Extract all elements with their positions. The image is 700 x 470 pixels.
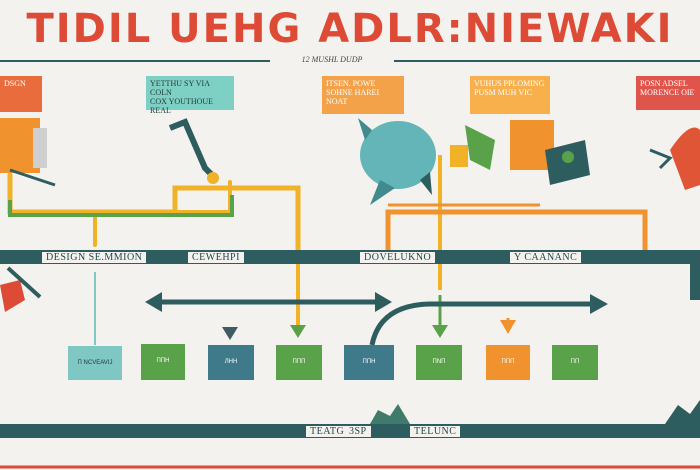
card-1: Π NCVEAVIJ bbox=[68, 346, 122, 380]
bottom-landscape-icon bbox=[370, 404, 410, 424]
page-subtitle: 12 MUSHL DUDP bbox=[270, 55, 394, 68]
card-7: ΠΠΠ bbox=[486, 345, 530, 380]
green-connector bbox=[8, 195, 234, 217]
arrow-right-head bbox=[375, 292, 392, 312]
side-tab-right bbox=[690, 262, 700, 300]
note-orange-right: VUHUS PPLOMING PUSM MUH VIC bbox=[470, 76, 550, 114]
paint-brush-icon bbox=[0, 118, 56, 187]
note-top-left: DSGN bbox=[0, 76, 42, 112]
curved-arrow-head bbox=[590, 294, 608, 314]
hammer-icon bbox=[0, 266, 42, 312]
lane-label-cewehpi: CEWEHPI bbox=[188, 252, 244, 263]
card-3: ЛHH bbox=[208, 345, 254, 380]
page-title: TIDIL UEHG ADLR:NIEWAKI bbox=[26, 6, 674, 52]
orange-connector bbox=[385, 209, 648, 250]
arrow-orange bbox=[500, 320, 516, 334]
card-6: ΠNΠ bbox=[416, 345, 462, 380]
lane-label-3sp: 3SP bbox=[345, 426, 371, 437]
arrow-green-2 bbox=[432, 325, 448, 338]
rocket-icon bbox=[510, 120, 590, 185]
lane-label-telunc: TELUNC bbox=[410, 426, 461, 437]
sauropod-icon bbox=[649, 127, 700, 190]
turtle-icon bbox=[358, 118, 436, 205]
note-teal: YETTHU SY VIA COLN COX YOUTHOUE REAL bbox=[146, 76, 234, 115]
card-4: ΠΠΠ bbox=[276, 345, 322, 380]
lane-label-design: DESIGN SE.MMION bbox=[42, 252, 147, 263]
robot-arm-icon bbox=[168, 118, 219, 184]
card-5: ΠΠH bbox=[344, 345, 394, 380]
arrow-teal-down bbox=[222, 327, 238, 340]
card-8: ΠΠ bbox=[552, 345, 598, 380]
curved-arrow bbox=[369, 301, 592, 346]
yellow-connector bbox=[7, 172, 301, 253]
lane-label-caananc: Y CAANANC bbox=[510, 252, 582, 263]
arrow-green-1 bbox=[290, 325, 306, 338]
cannon-icon bbox=[450, 125, 495, 170]
bottom-right-landscape-icon bbox=[665, 400, 700, 424]
card-2: ПΠH bbox=[141, 344, 185, 380]
lane-label-develop: DOVELUKNO bbox=[360, 252, 436, 263]
note-red-right: POSN ADSEL MORENCE OIE bbox=[636, 76, 700, 110]
note-orange-center: ITSEN. POWE SOHNE HAREI NOAT bbox=[322, 76, 404, 114]
arrow-left-head bbox=[145, 292, 162, 312]
lane-label-teatg: TEATG bbox=[306, 426, 349, 437]
